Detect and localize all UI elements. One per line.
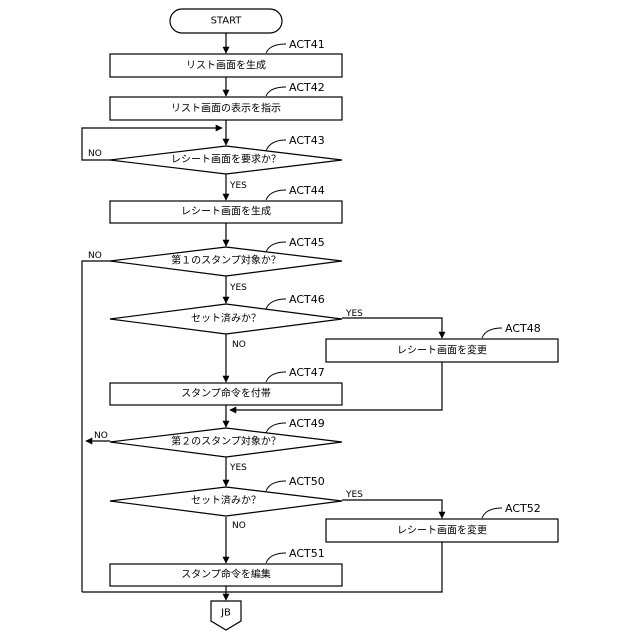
arrow-act50-act52 xyxy=(342,500,442,518)
decision-act43-leader xyxy=(266,140,286,151)
start-label: START xyxy=(211,16,243,27)
decision-act50-no-label: NO xyxy=(232,521,246,531)
step-act48-id: ACT48 xyxy=(505,322,541,335)
decision-act45-no-label: NO xyxy=(88,251,102,261)
end-connector: JB xyxy=(211,601,241,630)
step-act48-leader xyxy=(482,328,502,338)
decision-act49-id: ACT49 xyxy=(289,417,325,430)
step-act51-id: ACT51 xyxy=(289,547,325,560)
decision-act49-leader xyxy=(266,423,286,433)
decision-act45-text: 第１のスタンプ対象か？ xyxy=(171,254,281,267)
decision-act43-id: ACT43 xyxy=(289,134,325,147)
decision-act46-yes-label: YES xyxy=(345,309,363,319)
step-act51-leader xyxy=(266,553,286,563)
decision-act49-yes-label: YES xyxy=(229,463,247,473)
step-act52-leader xyxy=(482,508,502,518)
decision-act50-id: ACT50 xyxy=(289,475,325,488)
decision-act46-text: セット済みか？ xyxy=(191,312,261,325)
decision-act45-id: ACT45 xyxy=(289,236,325,249)
decision-act50-leader xyxy=(266,481,286,491)
step-act44-id: ACT44 xyxy=(289,184,325,197)
decision-act46-id: ACT46 xyxy=(289,293,325,306)
decision-act45-leader xyxy=(266,242,286,252)
step-act42-text: リスト画面の表示を指示 xyxy=(171,102,281,115)
step-act48-text: レシート画面を変更 xyxy=(397,344,487,357)
step-act41-id: ACT41 xyxy=(289,38,325,51)
step-act42-id: ACT42 xyxy=(289,81,325,94)
decision-act46-no-label: NO xyxy=(232,340,246,350)
step-act51-text: スタンプ命令を編集 xyxy=(181,568,271,581)
decision-act49: 第２のスタンプ対象か？ ACT49 NO YES xyxy=(94,417,342,473)
step-act52-text: レシート画面を変更 xyxy=(397,524,487,537)
decision-act43: レシート画面を要求か？ ACT43 NO YES xyxy=(88,134,342,191)
decision-act50-yes-label: YES xyxy=(345,490,363,500)
decision-act43-no-label: NO xyxy=(88,149,102,159)
decision-act49-no-label: NO xyxy=(94,431,108,441)
step-act44-text: レシート画面を生成 xyxy=(181,205,271,218)
decision-act50-text: セット済みか？ xyxy=(191,494,261,507)
start-terminal: START xyxy=(170,9,282,33)
step-act47-id: ACT47 xyxy=(289,366,325,379)
decision-act50: セット済みか？ ACT50 YES NO xyxy=(110,475,363,531)
decision-act46: セット済みか？ ACT46 YES NO xyxy=(110,293,363,350)
decision-act43-text: レシート画面を要求か？ xyxy=(171,154,281,166)
step-act52-id: ACT52 xyxy=(505,502,541,515)
step-act41-leader xyxy=(266,44,286,53)
decision-act45-yes-label: YES xyxy=(229,283,247,293)
decision-act45: 第１のスタンプ対象か？ ACT45 NO YES xyxy=(88,236,342,293)
step-act41-text: リスト画面を生成 xyxy=(186,59,266,72)
decision-act46-leader xyxy=(266,299,286,309)
decision-act43-yes-label: YES xyxy=(229,181,247,191)
end-label: JB xyxy=(220,608,231,619)
decision-act49-text: 第２のスタンプ対象か？ xyxy=(171,435,281,448)
step-act44-leader xyxy=(266,190,286,200)
step-act47-text: スタンプ命令を付帯 xyxy=(181,387,271,400)
line-act45-no xyxy=(82,261,110,592)
arrow-act46-act48 xyxy=(342,318,442,338)
step-act42-leader xyxy=(266,87,286,96)
step-act47-leader xyxy=(266,372,286,382)
